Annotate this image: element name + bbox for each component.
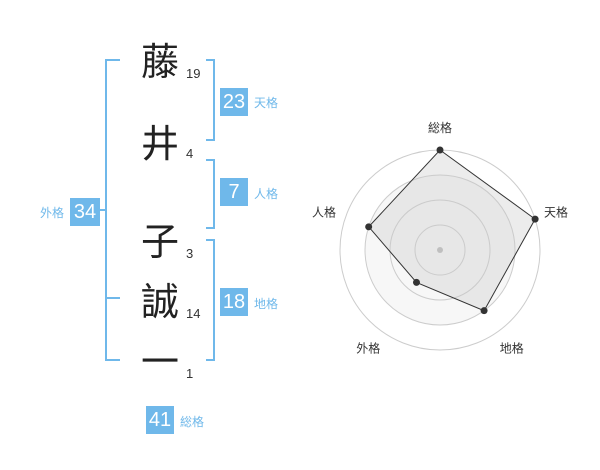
outer-left-bracket: [105, 59, 120, 361]
name-char-2: 井: [140, 122, 179, 166]
tenkaku-label: 天格: [254, 96, 279, 110]
stroke-count-5: 1: [186, 366, 194, 381]
radar-point-0: [436, 146, 444, 154]
chikaku-label: 地格: [254, 297, 279, 311]
radar-point-2: [480, 307, 488, 315]
chikaku-bracket: [206, 239, 215, 361]
stroke-count-1: 19: [186, 66, 201, 81]
name-char-1: 藤: [140, 40, 179, 84]
jinkaku-value: 7: [220, 178, 248, 206]
stroke-count-4: 14: [186, 306, 201, 321]
chikaku-value: 18: [220, 288, 248, 316]
jinkaku-bracket: [206, 159, 215, 229]
radar-axis-label-2: 地格: [500, 341, 524, 356]
radar-axis-label-3: 外格: [356, 341, 380, 356]
radar-axis-label-0: 総格: [428, 120, 452, 135]
radar-axis-label-1: 天格: [544, 204, 568, 219]
radar-point-3: [412, 278, 420, 286]
tenkaku-value: 23: [220, 88, 248, 116]
tenkaku-bracket: [206, 59, 215, 141]
gaikaku-label: 外格: [40, 206, 65, 220]
gaikaku-value: 34: [70, 198, 100, 226]
soukaku-value: 41: [146, 406, 174, 434]
stroke-count-3: 3: [186, 246, 194, 261]
name-char-4: 誠: [140, 280, 179, 324]
name-char-5: 一: [140, 340, 179, 384]
radar-polygon: [368, 149, 536, 312]
jinkaku-label: 人格: [254, 187, 279, 201]
radar-point-4: [365, 223, 373, 231]
name-char-3: 子: [140, 220, 179, 264]
radar-center-dot: [437, 247, 443, 253]
radar-ring: [389, 199, 491, 301]
radar-point-1: [531, 215, 539, 223]
stroke-count-2: 4: [186, 146, 194, 161]
radar-ring: [414, 224, 466, 276]
soukaku-label: 総格: [180, 415, 205, 429]
radar-axis-label-4: 人格: [312, 204, 336, 219]
